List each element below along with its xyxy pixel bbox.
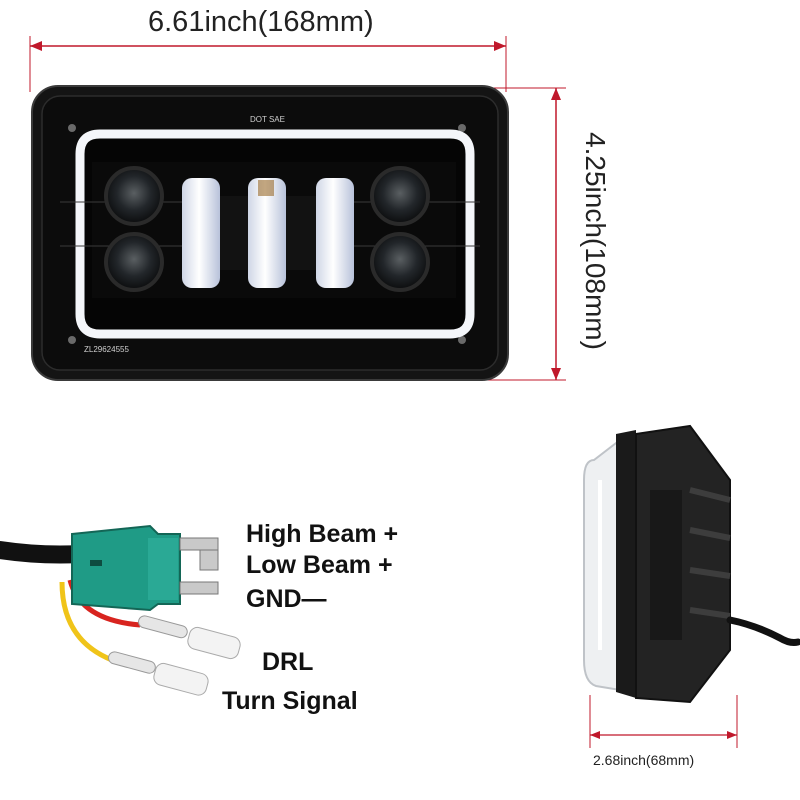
ground-label: GND— [246,585,327,613]
depth-label: 2.68inch(68mm) [593,752,695,768]
screw-icon [68,124,76,132]
headlight-front-view [31,85,509,381]
depth-dimension-line [589,695,738,748]
width-dimension-line [29,36,507,92]
screw-icon [68,336,76,344]
screw-icon [458,124,466,132]
height-label-wrapper: 4.25inch(108mm) [578,120,611,360]
dot-sae-marking: DOT SAE [250,115,285,124]
wiring-harness [0,524,241,696]
drl-label: DRL [262,648,314,676]
screw-icon [458,336,466,344]
high-beam-label: High Beam + [246,520,399,548]
low-beam-label: Low Beam + [246,551,393,579]
turn-signal-label: Turn Signal [222,687,358,715]
width-label: 6.61inch(168mm) [148,6,374,38]
height-label: 4.25inch(108mm) [580,132,611,350]
serial-marking: ZL29624555 [84,345,129,354]
headlight-side-view [583,424,800,704]
